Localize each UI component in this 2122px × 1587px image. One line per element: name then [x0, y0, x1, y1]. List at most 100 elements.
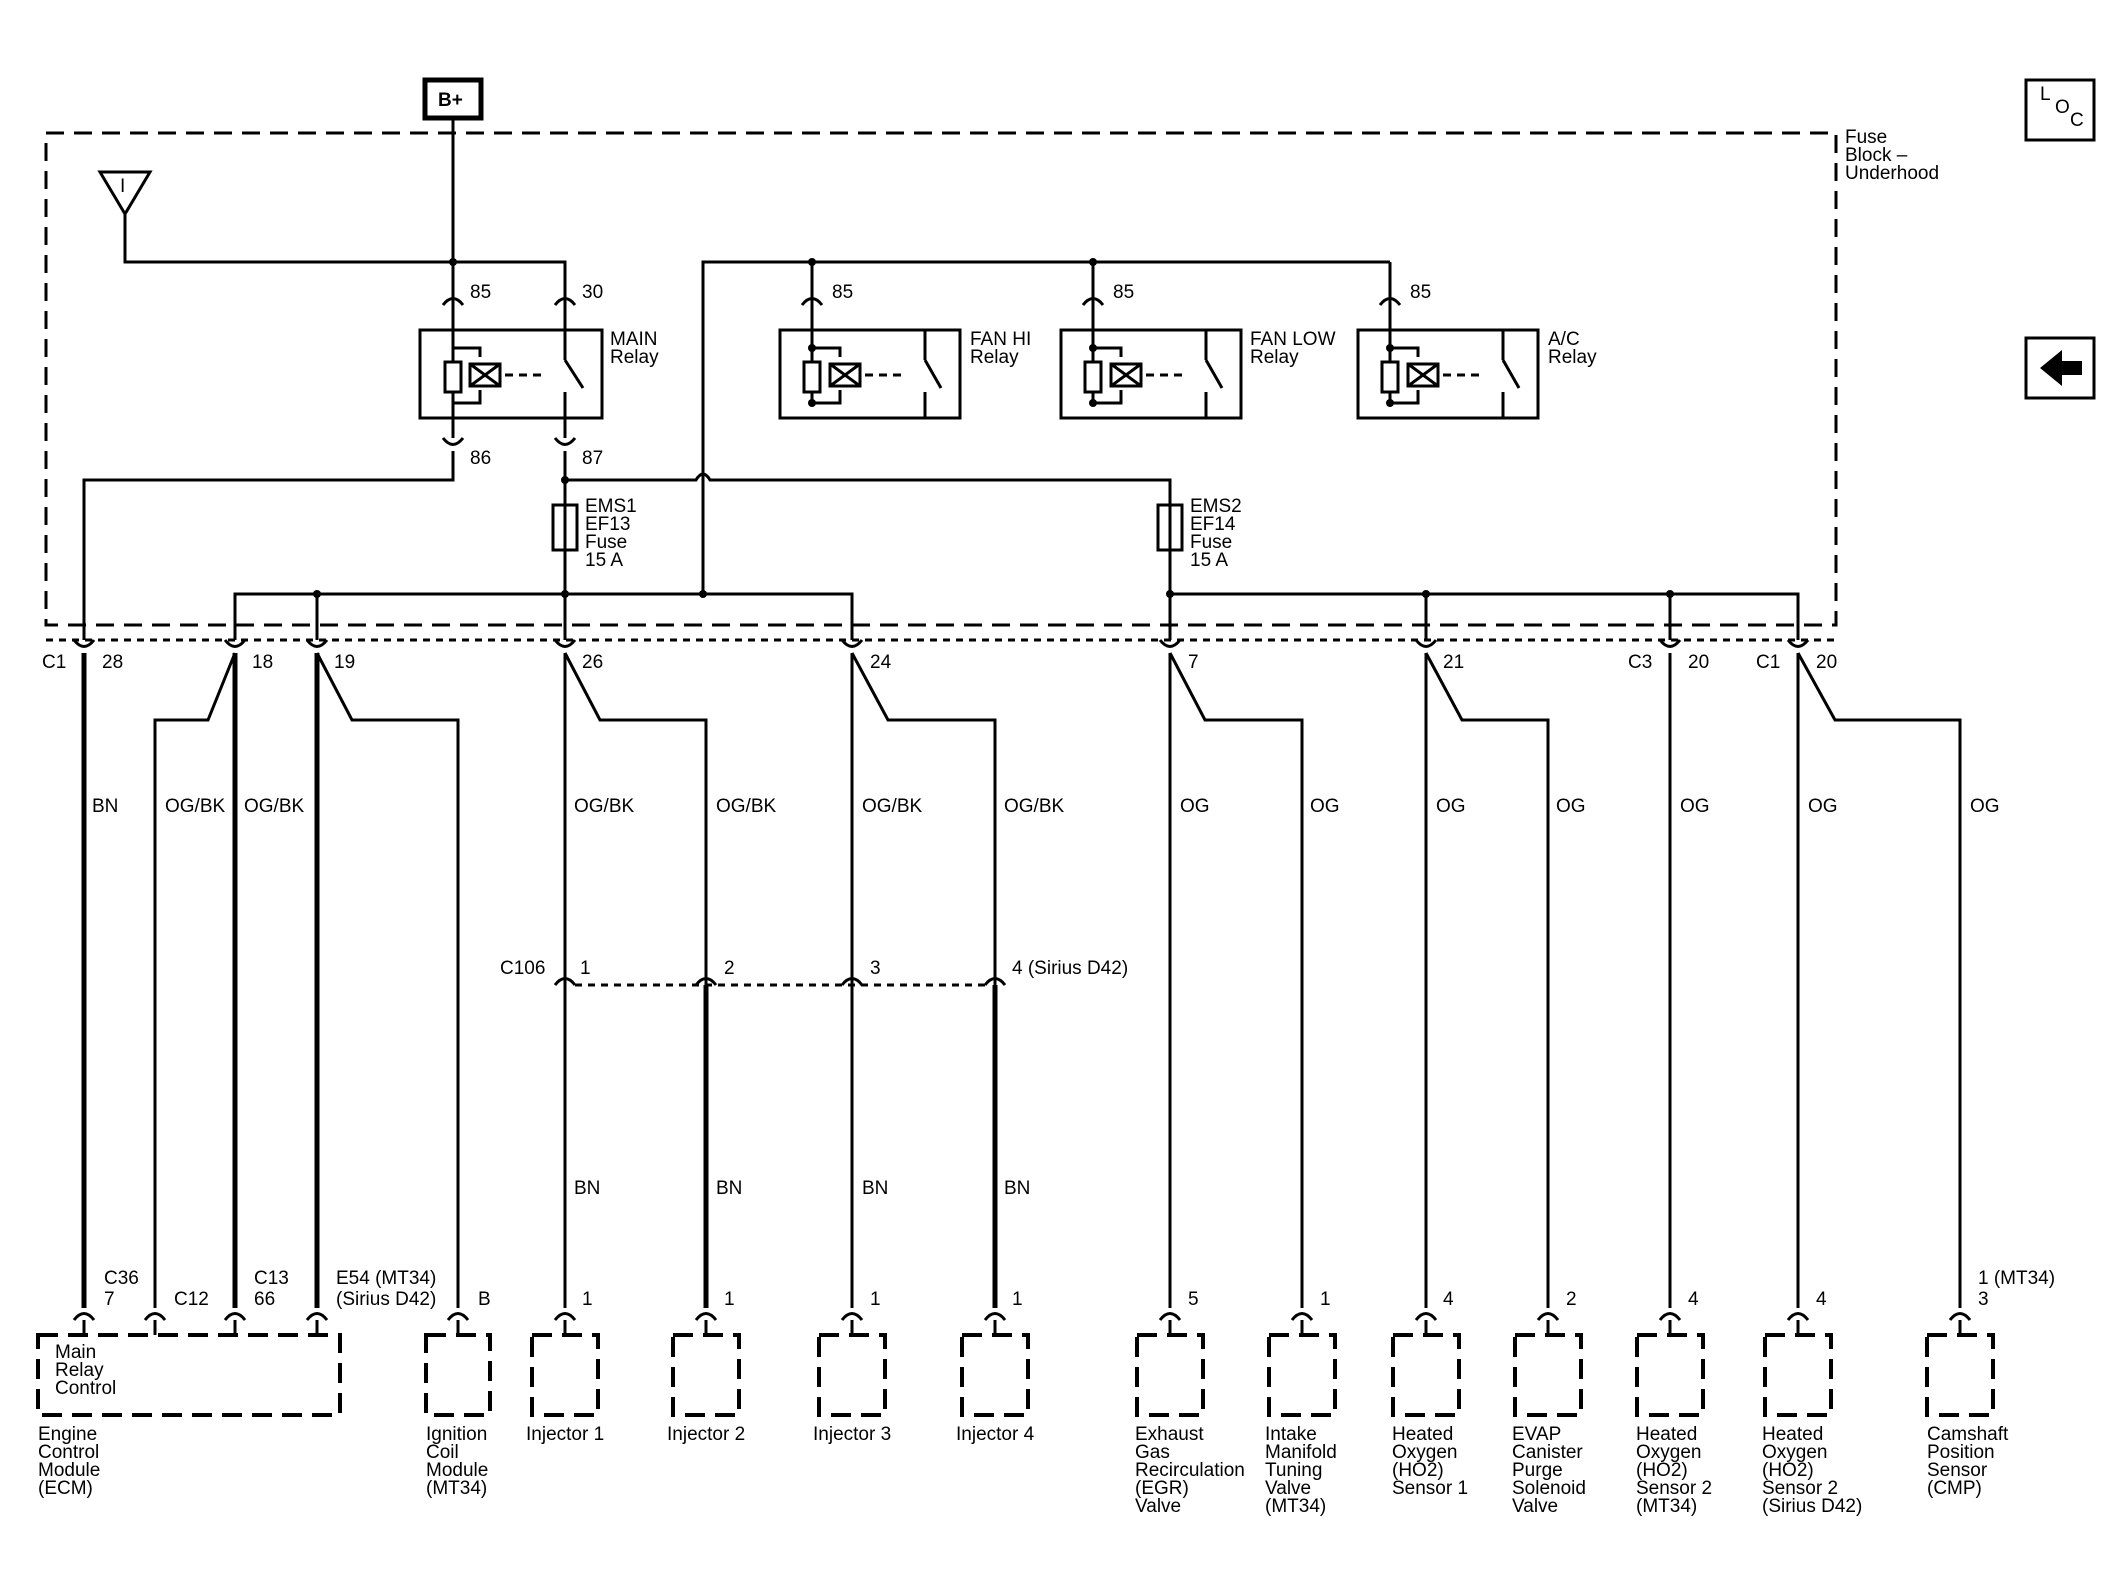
pin-e54: E54 (MT34)	[336, 1268, 436, 1289]
wire-color-c3-20: OG	[1680, 796, 1710, 817]
egr-label-3: Recirculation	[1135, 1460, 1245, 1481]
fan-hi-label-2: Relay	[970, 347, 1019, 368]
imt-label-4: Valve	[1265, 1478, 1311, 1499]
injector-2[interactable]	[671, 1333, 741, 1417]
fuse-block-label-3: Underhood	[1845, 163, 1939, 184]
pin-imt: 1	[1320, 1289, 1331, 1310]
ho2b-label-4: Sensor 2	[1762, 1478, 1838, 1499]
fan-low-pin-85: 85	[1113, 282, 1134, 303]
icm-label-3: Module	[426, 1460, 488, 1481]
c106-pin-2: 2	[724, 958, 735, 979]
fan-low-label-2: Relay	[1250, 347, 1299, 368]
ems2-label-3: Fuse	[1190, 532, 1232, 553]
ho2-sensor-2-sirius[interactable]	[1763, 1333, 1833, 1417]
ho1-label-1: Heated	[1392, 1424, 1453, 1445]
arrow-left-icon	[2040, 350, 2082, 386]
pin-inj4: 1	[1012, 1289, 1023, 1310]
injector-4[interactable]	[960, 1333, 1030, 1417]
ho2-sensor-2-mt34[interactable]	[1635, 1333, 1705, 1417]
wire-color-c1-20b: OG	[1970, 796, 2000, 817]
ho2b-label-5: (Sirius D42)	[1762, 1496, 1862, 1517]
wire-color-inj2: BN	[716, 1178, 742, 1199]
pin-egr: 5	[1188, 1289, 1199, 1310]
wire-color-pin24b: OG/BK	[1004, 796, 1065, 817]
ecm-label-4: (ECM)	[38, 1478, 93, 1499]
ho2a-label-1: Heated	[1636, 1424, 1697, 1445]
fan-hi-label-1: FAN HI	[970, 329, 1031, 350]
fuse-block-label-2: Block –	[1845, 145, 1908, 166]
imt-label-2: Manifold	[1265, 1442, 1337, 1463]
ac-pin-85: 85	[1410, 282, 1431, 303]
intake-manifold-tuning-valve[interactable]	[1267, 1333, 1337, 1417]
injector-1[interactable]	[530, 1333, 600, 1417]
main-relay-pin-87: 87	[582, 448, 603, 469]
ems1-label-3: Fuse	[585, 532, 627, 553]
pin-e54-sirius: (Sirius D42)	[336, 1289, 436, 1310]
evap-label-2: Canister	[1512, 1442, 1583, 1463]
ho2a-label-5: (MT34)	[1636, 1496, 1697, 1517]
conn-pin-21: 21	[1443, 652, 1464, 673]
pin-c36: C36	[104, 1268, 139, 1289]
ems2-label-2: EF14	[1190, 514, 1236, 535]
pin-ho2a: 4	[1688, 1289, 1699, 1310]
evap-label-5: Valve	[1512, 1496, 1558, 1517]
wire-color-inj1: BN	[574, 1178, 600, 1199]
ignition-coil-module[interactable]	[424, 1333, 492, 1417]
ems2-fuse: EMS2 EF14 Fuse 15 A	[1156, 496, 1242, 571]
evap-label-4: Solenoid	[1512, 1478, 1586, 1499]
inj1-label: Injector 1	[526, 1424, 604, 1445]
ecm-label-1: Engine	[38, 1424, 97, 1445]
ecm-component[interactable]: Main Relay Control	[36, 1333, 342, 1417]
ems1-label-1: EMS1	[585, 496, 637, 517]
egr-valve[interactable]	[1135, 1333, 1205, 1417]
imt-label-3: Tuning	[1265, 1460, 1322, 1481]
wire-color-pin18a: OG/BK	[165, 796, 226, 817]
imt-label-1: Intake	[1265, 1424, 1317, 1445]
ho2-sensor-1[interactable]	[1391, 1333, 1461, 1417]
egr-label-5: Valve	[1135, 1496, 1181, 1517]
evap-purge-valve[interactable]	[1513, 1333, 1583, 1417]
ecm-label-2: Control	[38, 1442, 99, 1463]
injector-3[interactable]	[817, 1333, 887, 1417]
pin-inj3: 1	[870, 1289, 881, 1310]
conn-pin-26: 26	[582, 652, 603, 673]
wire-color-pin21b: OG	[1556, 796, 1586, 817]
conn-pin-18: 18	[252, 652, 273, 673]
wire-color-pin26b: OG/BK	[716, 796, 777, 817]
cmp-label-2: Position	[1927, 1442, 1995, 1463]
pin-c36-7: 7	[104, 1289, 115, 1310]
pin-cmp-a: 1 (MT34)	[1978, 1268, 2055, 1289]
back-arrow-button[interactable]	[2024, 336, 2096, 400]
connector-row-top	[72, 639, 1810, 648]
pin-inj1: 1	[582, 1289, 593, 1310]
camshaft-position-sensor[interactable]	[1925, 1333, 1995, 1417]
icm-label-2: Coil	[426, 1442, 459, 1463]
pin-c13-66: 66	[254, 1289, 275, 1310]
wire-color-pin18b: OG/BK	[244, 796, 305, 817]
pin-ho1: 4	[1443, 1289, 1454, 1310]
loc-button[interactable]: L O C	[2024, 78, 2096, 142]
main-relay: 85 30 86 87 MAIN Relay	[418, 282, 659, 469]
pin-cmp-b: 3	[1978, 1289, 1989, 1310]
connector-row-bottom	[72, 1312, 1972, 1321]
bplus-label: B+	[438, 90, 463, 111]
conn-c1-left: C1	[42, 652, 66, 673]
wire-color-pin7b: OG	[1310, 796, 1340, 817]
ho1-label-3: (HO2)	[1392, 1460, 1444, 1481]
ems1-label-4: 15 A	[585, 550, 623, 571]
inj2-label: Injector 2	[667, 1424, 745, 1445]
ems1-label-2: EF13	[585, 514, 630, 535]
evap-label-3: Purge	[1512, 1460, 1563, 1481]
conn-pin-24: 24	[870, 652, 892, 673]
ho2a-label-2: Oxygen	[1636, 1442, 1701, 1463]
cmp-label-3: Sensor	[1927, 1460, 1988, 1481]
loc-o-char: O	[2055, 97, 2070, 118]
ignition-voltage-symbol: I	[97, 170, 153, 217]
conn-c3: C3	[1628, 652, 1652, 673]
pin-ho2b: 4	[1816, 1289, 1827, 1310]
wire-color-ecm: BN	[92, 796, 118, 817]
inj3-label: Injector 3	[813, 1424, 891, 1445]
pin-icm-b: B	[478, 1289, 491, 1310]
ecm-internal-2: Relay	[55, 1360, 104, 1381]
wire-color-pin24a: OG/BK	[862, 796, 923, 817]
